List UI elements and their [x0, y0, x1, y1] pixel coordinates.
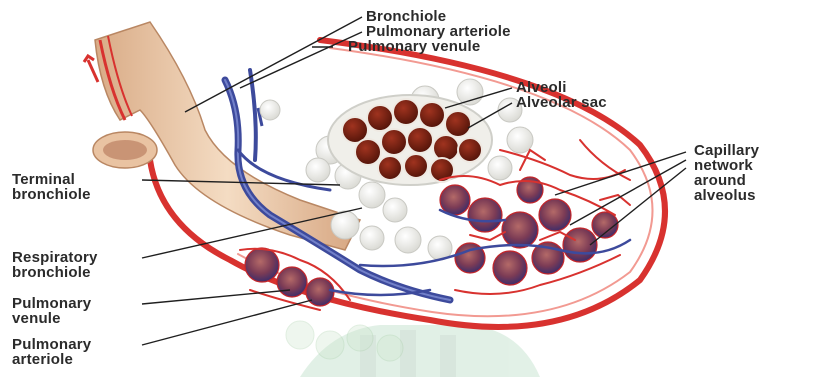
label-capillary-network: Capillary network around alveolus — [694, 143, 759, 203]
label-terminal-bronchiole: Terminal bronchiole — [12, 172, 91, 202]
label-pulmonary-venule-top: Pulmonary venule — [348, 39, 480, 54]
label-pulmonary-venule-left: Pulmonary venule — [12, 296, 91, 326]
label-bronchiole: Bronchiole — [366, 9, 446, 24]
label-respiratory-bronchiole: Respiratory bronchiole — [12, 250, 98, 280]
alveolar-sac-section — [328, 95, 492, 185]
label-alveolar-sac: Alveolar sac — [516, 95, 607, 110]
label-alveoli: Alveoli — [516, 80, 567, 95]
label-pulmonary-arteriole-top: Pulmonary arteriole — [366, 24, 511, 39]
bronchiole-tube — [93, 22, 360, 250]
label-pulmonary-arteriole-left: Pulmonary arteriole — [12, 337, 91, 367]
